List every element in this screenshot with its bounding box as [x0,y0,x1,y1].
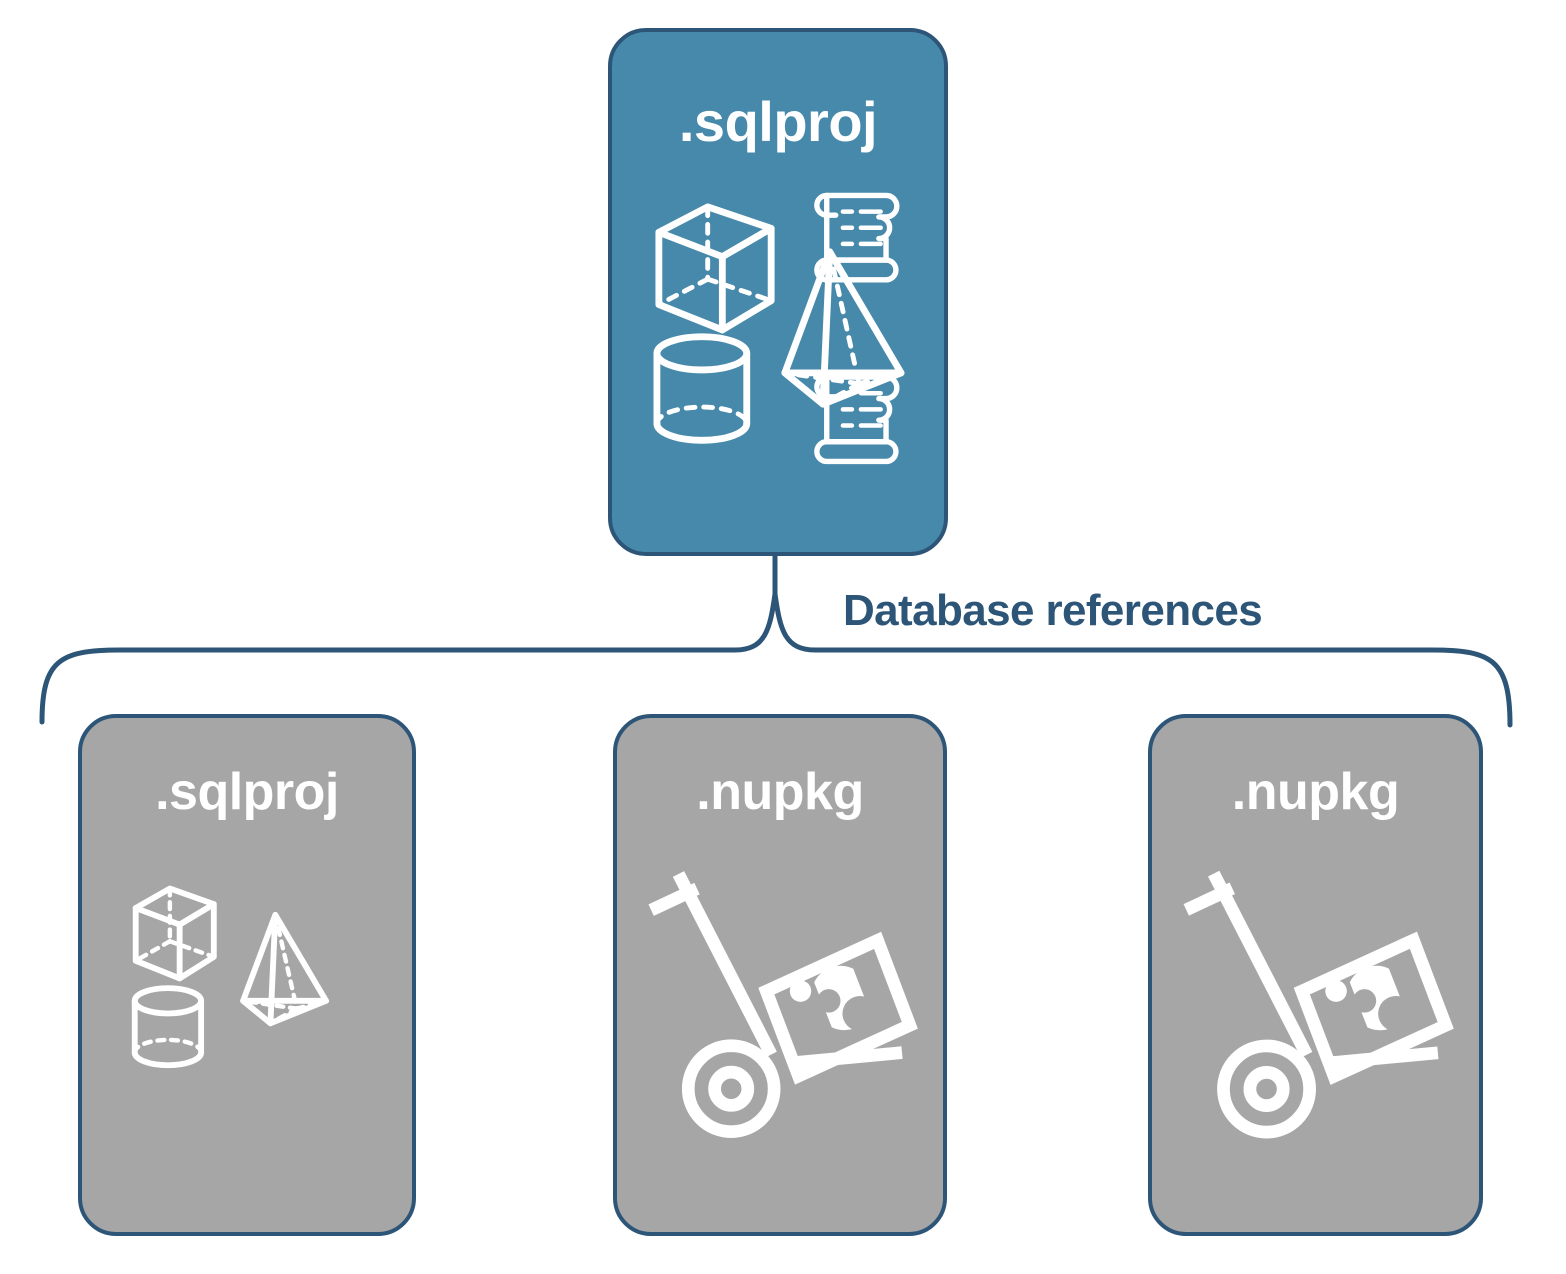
brace-path [39,591,1513,728]
nuget-package-dolly-icon [1183,870,1454,1139]
script-scroll-icon [814,374,900,465]
package-box-icon [758,931,918,1085]
wheel-icon [1217,1039,1316,1139]
nuget-logo-icon [789,965,878,1032]
node-nupkg-2-label: .nupkg [1231,763,1400,821]
nuget-package-dolly-icon [648,871,918,1139]
nuget-logo-icon [1325,965,1414,1032]
pyramid-icon [781,248,905,408]
cylinder-icon [653,333,751,444]
database-objects-icon [131,885,330,1069]
pyramid-icon [240,911,330,1027]
node-sqlproj-ref-label: .sqlproj [155,763,339,821]
database-objects-with-scripts-icon [653,192,905,465]
node-sqlproj-main-label: .sqlproj [678,90,878,153]
cube-icon [132,885,217,982]
node-sqlproj-ref[interactable]: .sqlproj [78,714,416,1236]
node-nupkg-2[interactable]: .nupkg [1148,714,1483,1236]
node-nupkg-1-label: .nupkg [696,763,864,821]
cube-icon [655,203,775,334]
wheel-icon [681,1039,781,1139]
script-scroll-icon [814,192,900,283]
node-nupkg-1[interactable]: .nupkg [613,714,947,1236]
node-sqlproj-main[interactable]: .sqlproj [608,28,948,556]
package-box-icon [1293,931,1454,1085]
brace-label: Database references [843,586,1263,635]
cylinder-icon [131,985,205,1069]
